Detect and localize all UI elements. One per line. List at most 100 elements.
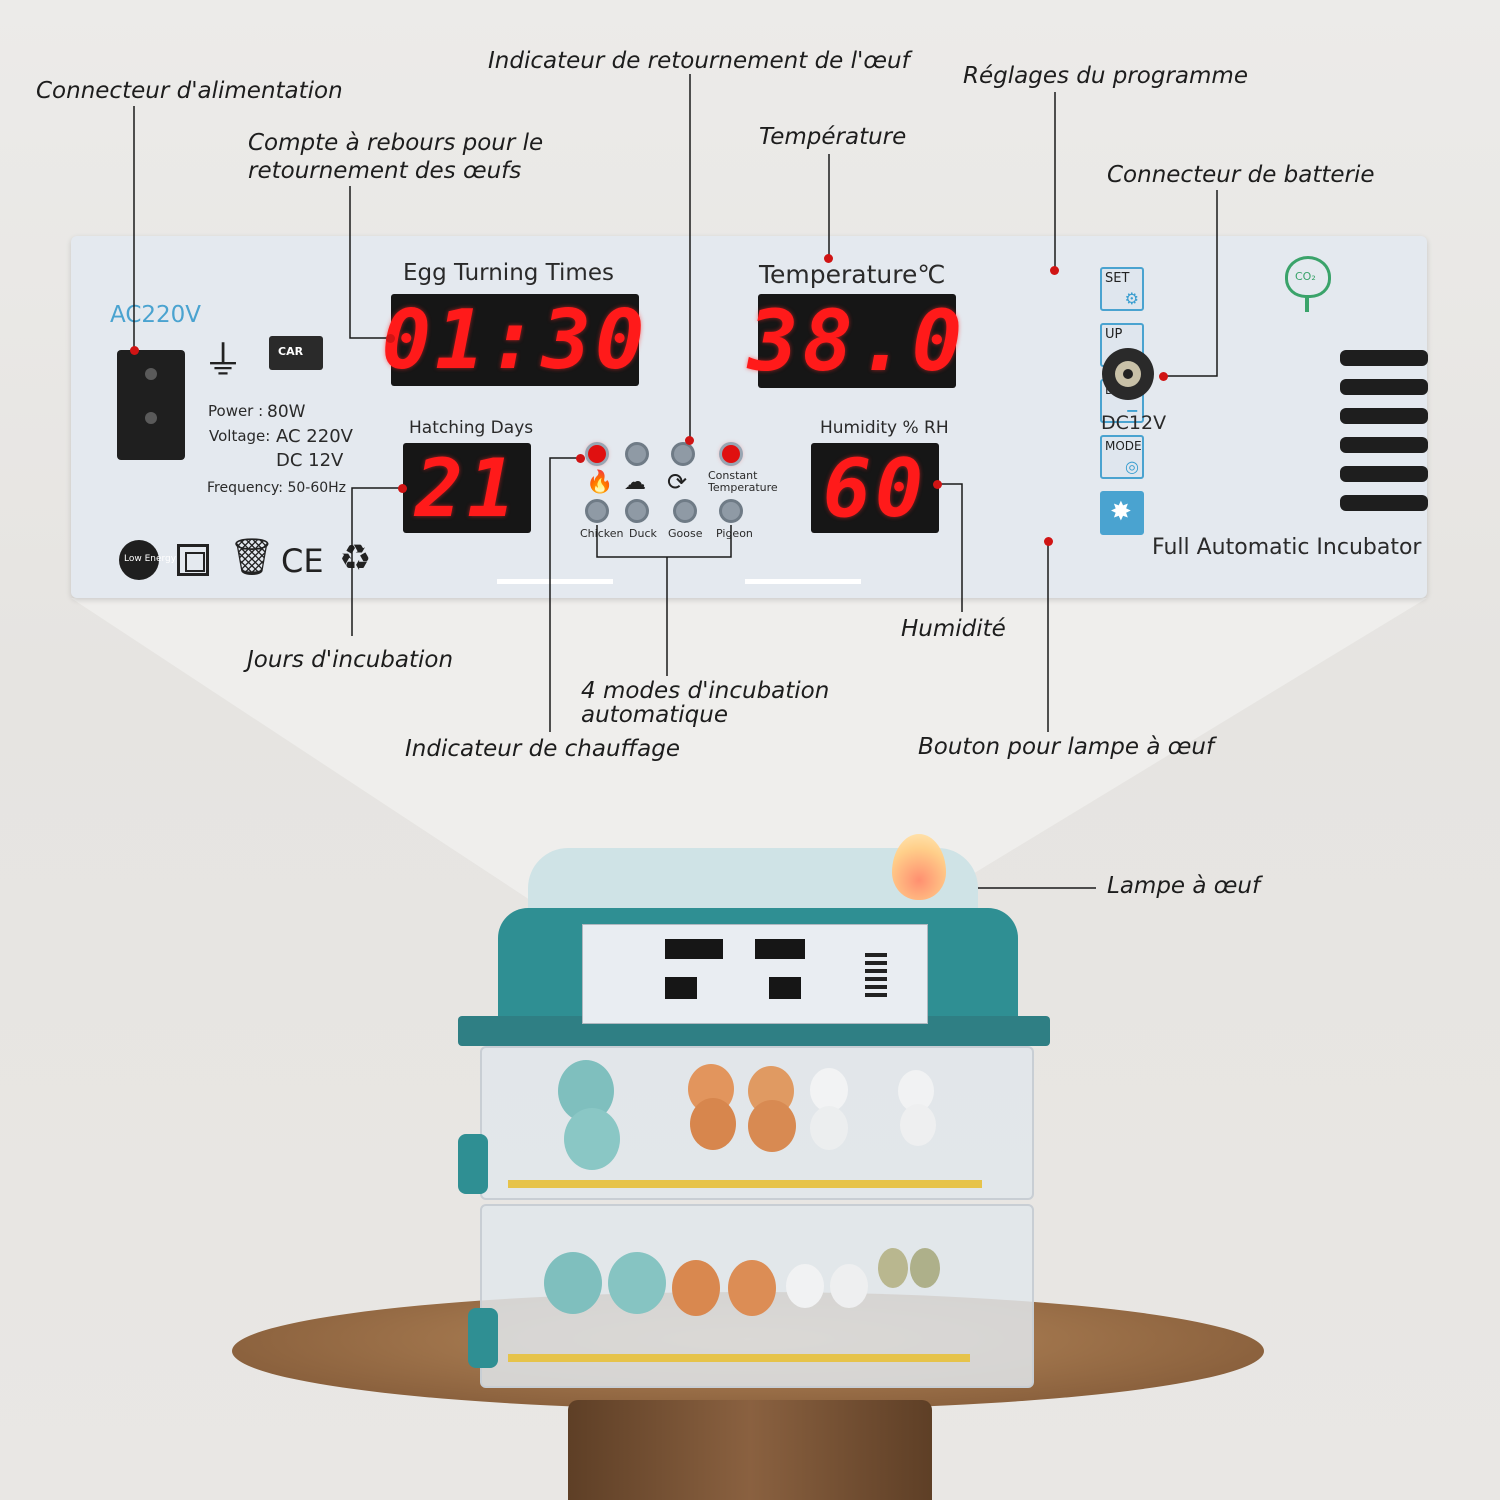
mode-label-goose: Goose — [668, 527, 703, 540]
egg — [810, 1106, 848, 1150]
humidify-led — [628, 445, 646, 463]
table-leg — [568, 1400, 932, 1500]
callout-candle-button: Bouton pour lampe à œuf — [918, 734, 1215, 760]
vent-slot — [1340, 495, 1428, 511]
battery-icon-text: CAR — [278, 345, 304, 358]
candle-egg-icon[interactable] — [892, 834, 946, 900]
callout-dot — [398, 484, 407, 493]
incubator — [458, 834, 1050, 1388]
sun-lamp-icon: ✸ — [1110, 497, 1132, 527]
mode-label-chicken: Chicken — [580, 527, 624, 540]
callout-dot — [824, 254, 833, 263]
panel-highlight-bar — [745, 579, 861, 584]
hatching-days-display: 21 — [403, 442, 531, 535]
callout-incubation-days: Jours d'incubation — [247, 647, 454, 673]
vent-slot — [1340, 379, 1428, 395]
mode-label-duck: Duck — [629, 527, 657, 540]
callout-temperature: Température — [759, 124, 907, 150]
callout-modes-line1: 4 modes d'incubation — [581, 678, 830, 704]
double-insulation-icon — [177, 544, 209, 576]
callout-dot — [933, 480, 942, 489]
dc-label: DC12V — [1101, 412, 1167, 434]
callout-dot — [386, 334, 395, 343]
power-socket-icon[interactable] — [117, 350, 185, 460]
egg — [878, 1248, 908, 1288]
callout-dot — [685, 436, 694, 445]
mode-icon: ◎ — [1125, 457, 1139, 476]
temperature-display: 38.0 — [747, 292, 967, 390]
co2-text: CO₂ — [1295, 270, 1316, 283]
mode-label-pigeon: Pigeon — [716, 527, 753, 540]
callout-countdown-line2: retournement des œufs — [248, 158, 522, 184]
tray-handle[interactable] — [468, 1308, 498, 1368]
low-energy-text: Low Energy — [124, 554, 177, 564]
co2-tree-icon: CO₂ — [1283, 256, 1333, 312]
product-name: Full Automatic Incubator — [1152, 535, 1422, 560]
callout-dot — [1044, 537, 1053, 546]
mode-led-chicken — [588, 502, 606, 520]
egg — [564, 1108, 620, 1170]
vent-slot — [1340, 350, 1428, 366]
callout-humidity: Humidité — [901, 616, 1006, 642]
dc-jack-icon[interactable] — [1102, 348, 1154, 400]
callout-heating-indicator: Indicateur de chauffage — [405, 736, 681, 762]
callout-dot — [130, 346, 139, 355]
callout-program-settings: Réglages du programme — [963, 63, 1248, 89]
callout-dot — [576, 454, 585, 463]
recycle-icon: ♻ — [339, 538, 372, 579]
vent-slot — [1340, 408, 1428, 424]
set-button[interactable]: SET ⚙ — [1100, 267, 1144, 311]
set-button-label: SET — [1105, 271, 1130, 286]
constant-temp-label: Constant Temperature — [708, 469, 778, 494]
egg — [748, 1100, 796, 1152]
mode-button[interactable]: MODE ◎ — [1100, 435, 1144, 479]
voltage-dc: DC 12V — [276, 450, 344, 471]
car-battery-icon: CAR — [269, 336, 323, 370]
callout-dot — [1050, 266, 1059, 275]
frequency-text: Frequency: 50-60Hz — [207, 480, 347, 496]
ac-label: AC220V — [110, 302, 202, 328]
voltage-ac: AC 220V — [276, 426, 353, 447]
egg — [608, 1252, 666, 1314]
ce-mark: CE — [281, 542, 324, 580]
egg — [544, 1252, 602, 1314]
flame-icon: 🔥 — [586, 470, 614, 495]
hatching-title: Hatching Days — [409, 418, 534, 438]
mode-led-duck — [628, 502, 646, 520]
egg — [900, 1104, 936, 1146]
turning-rack — [508, 1180, 982, 1188]
weee-bin-icon: 🗑 — [229, 537, 275, 578]
callout-dot — [1159, 372, 1168, 381]
voltage-label: Voltage: — [209, 427, 271, 445]
egg — [728, 1260, 776, 1316]
mode-led-goose — [676, 502, 694, 520]
callout-battery-connector: Connecteur de batterie — [1107, 162, 1375, 188]
humidity-title: Humidity % RH — [820, 418, 949, 438]
gear-icon: ⚙ — [1124, 289, 1139, 308]
vent-slot — [1340, 437, 1428, 453]
humidity-display: 60 — [811, 442, 939, 535]
turning-led — [674, 445, 692, 463]
panel-highlight-bar — [497, 579, 613, 584]
egg — [830, 1264, 868, 1308]
callout-modes-line2: automatique — [581, 702, 728, 728]
power-label: Power : — [208, 402, 264, 420]
turning-rack — [508, 1354, 970, 1362]
power-value: 80W — [267, 402, 306, 422]
mode-button-label: MODE — [1105, 439, 1142, 453]
tray-handle[interactable] — [458, 1134, 488, 1194]
callout-candle-lamp: Lampe à œuf — [1107, 873, 1261, 899]
egg — [910, 1248, 940, 1288]
egg — [690, 1098, 736, 1150]
mode-led-pigeon — [722, 502, 740, 520]
callout-countdown-line1: Compte à rebours pour le — [248, 130, 544, 156]
egg — [810, 1068, 848, 1112]
egg — [672, 1260, 720, 1316]
egg-turning-display: 01:30 — [381, 292, 649, 388]
candle-lamp-button[interactable]: ✸ — [1100, 491, 1144, 535]
plug-icon: ⏚ — [203, 338, 243, 384]
vent-slot — [1340, 466, 1428, 482]
egg — [786, 1264, 824, 1308]
